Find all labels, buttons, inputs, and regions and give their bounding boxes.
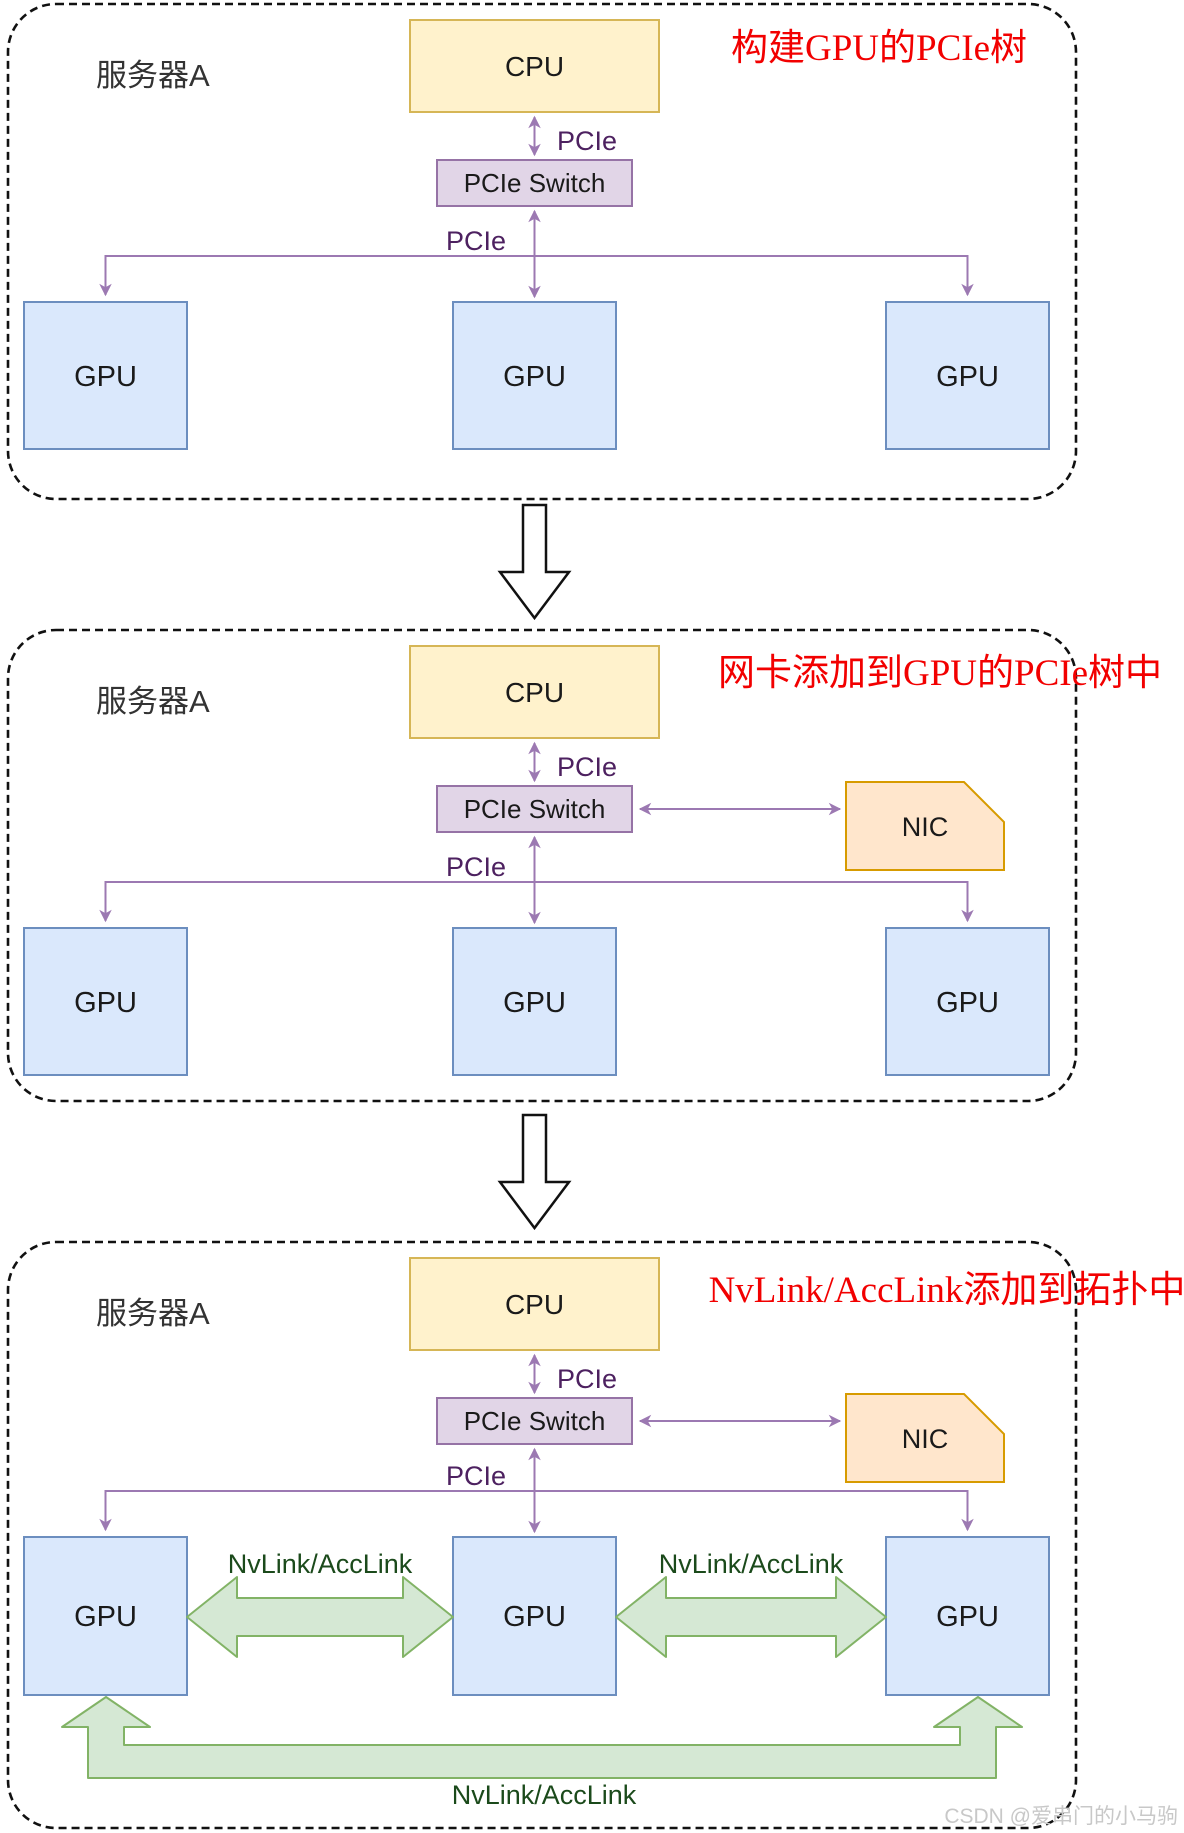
- server-boundary: [6, 2, 1078, 501]
- gpu1-box: [23, 1536, 188, 1696]
- pcie-bus: [99, 881, 974, 923]
- gpu3-label: GPU: [936, 987, 999, 1019]
- gpu1-label: GPU: [74, 1601, 137, 1633]
- server-label: 服务器A: [96, 1296, 210, 1331]
- cpu-label: CPU: [505, 677, 564, 708]
- pcie-link-label: PCIe: [557, 126, 617, 156]
- nvlink-arrow-gpu1-gpu3: [61, 1696, 1023, 1779]
- pcie-bus-label: PCIe: [446, 226, 506, 256]
- pcie-switch-label: PCIe Switch: [464, 168, 606, 198]
- nvlink-label-bottom: NvLink/AccLink: [452, 1780, 637, 1810]
- cpu-box: [409, 1257, 660, 1351]
- pcie-switch-box: [436, 1397, 633, 1445]
- gpu2-label: GPU: [503, 361, 566, 393]
- server-boundary: [6, 1240, 1078, 1830]
- nic-box: [845, 1393, 1005, 1483]
- nvlink-label-right: NvLink/AccLink: [659, 1549, 844, 1579]
- pcie-link-label: PCIe: [557, 1364, 617, 1394]
- panel-nic-added: 服务器A 网卡添加到GPU的PCIe树中 CPU PCIe PCIe Switc…: [6, 628, 1162, 1103]
- watermark: CSDN @爱串门的小马驹: [944, 1805, 1178, 1828]
- nic-label: NIC: [902, 812, 949, 842]
- gpu3-label: GPU: [936, 1601, 999, 1633]
- pcie-bus: [99, 255, 974, 297]
- stage-title: NvLink/AccLink添加到拓扑中: [709, 1270, 1184, 1311]
- gpu2-label: GPU: [503, 987, 566, 1019]
- pcie-bus: [99, 1490, 974, 1532]
- gpu3-box: [885, 927, 1050, 1076]
- stage-flow-arrow-2: [497, 1113, 572, 1231]
- gpu1-label: GPU: [74, 987, 137, 1019]
- pcie-bus-label: PCIe: [446, 1461, 506, 1491]
- cpu-label: CPU: [505, 51, 564, 82]
- nvlink-label-left: NvLink/AccLink: [228, 1549, 413, 1579]
- server-label: 服务器A: [96, 58, 210, 93]
- gpu3-box: [885, 1536, 1050, 1696]
- gpu1-box: [23, 301, 188, 450]
- gpu3-box: [885, 301, 1050, 450]
- gpu2-box: [452, 1536, 617, 1696]
- cpu-box: [409, 645, 660, 739]
- cpu-box: [409, 19, 660, 113]
- pcie-switch-box: [436, 159, 633, 207]
- server-boundary: [6, 628, 1078, 1103]
- pcie-switch-label: PCIe Switch: [464, 794, 606, 824]
- panel-build-pcie-tree: 服务器A 构建GPU的PCIe树 CPU PCIe PCIe Switch PC…: [6, 2, 1078, 501]
- nvlink-arrow-gpu2-gpu3: [615, 1576, 887, 1658]
- stage-flow-arrow-1: [497, 503, 572, 621]
- gpu2-label: GPU: [503, 1601, 566, 1633]
- stage-title: 网卡添加到GPU的PCIe树中: [718, 652, 1162, 694]
- gpu1-label: GPU: [74, 361, 137, 393]
- nic-box: [845, 781, 1005, 871]
- panel-nvlink-added: 服务器A NvLink/AccLink添加到拓扑中 CPU PCIe PCIe …: [6, 1240, 1184, 1830]
- pcie-link-label: PCIe: [557, 752, 617, 782]
- gpu2-box: [452, 927, 617, 1076]
- pcie-bus-label: PCIe: [446, 852, 506, 882]
- pcie-switch-label: PCIe Switch: [464, 1406, 606, 1436]
- gpu1-box: [23, 927, 188, 1076]
- gpu3-label: GPU: [936, 361, 999, 393]
- server-label: 服务器A: [96, 684, 210, 719]
- nvlink-arrow-gpu1-gpu2: [186, 1576, 454, 1658]
- gpu2-box: [452, 301, 617, 450]
- pcie-switch-box: [436, 785, 633, 833]
- stage-title: 构建GPU的PCIe树: [731, 27, 1027, 69]
- nic-label: NIC: [902, 1424, 949, 1454]
- cpu-label: CPU: [505, 1289, 564, 1320]
